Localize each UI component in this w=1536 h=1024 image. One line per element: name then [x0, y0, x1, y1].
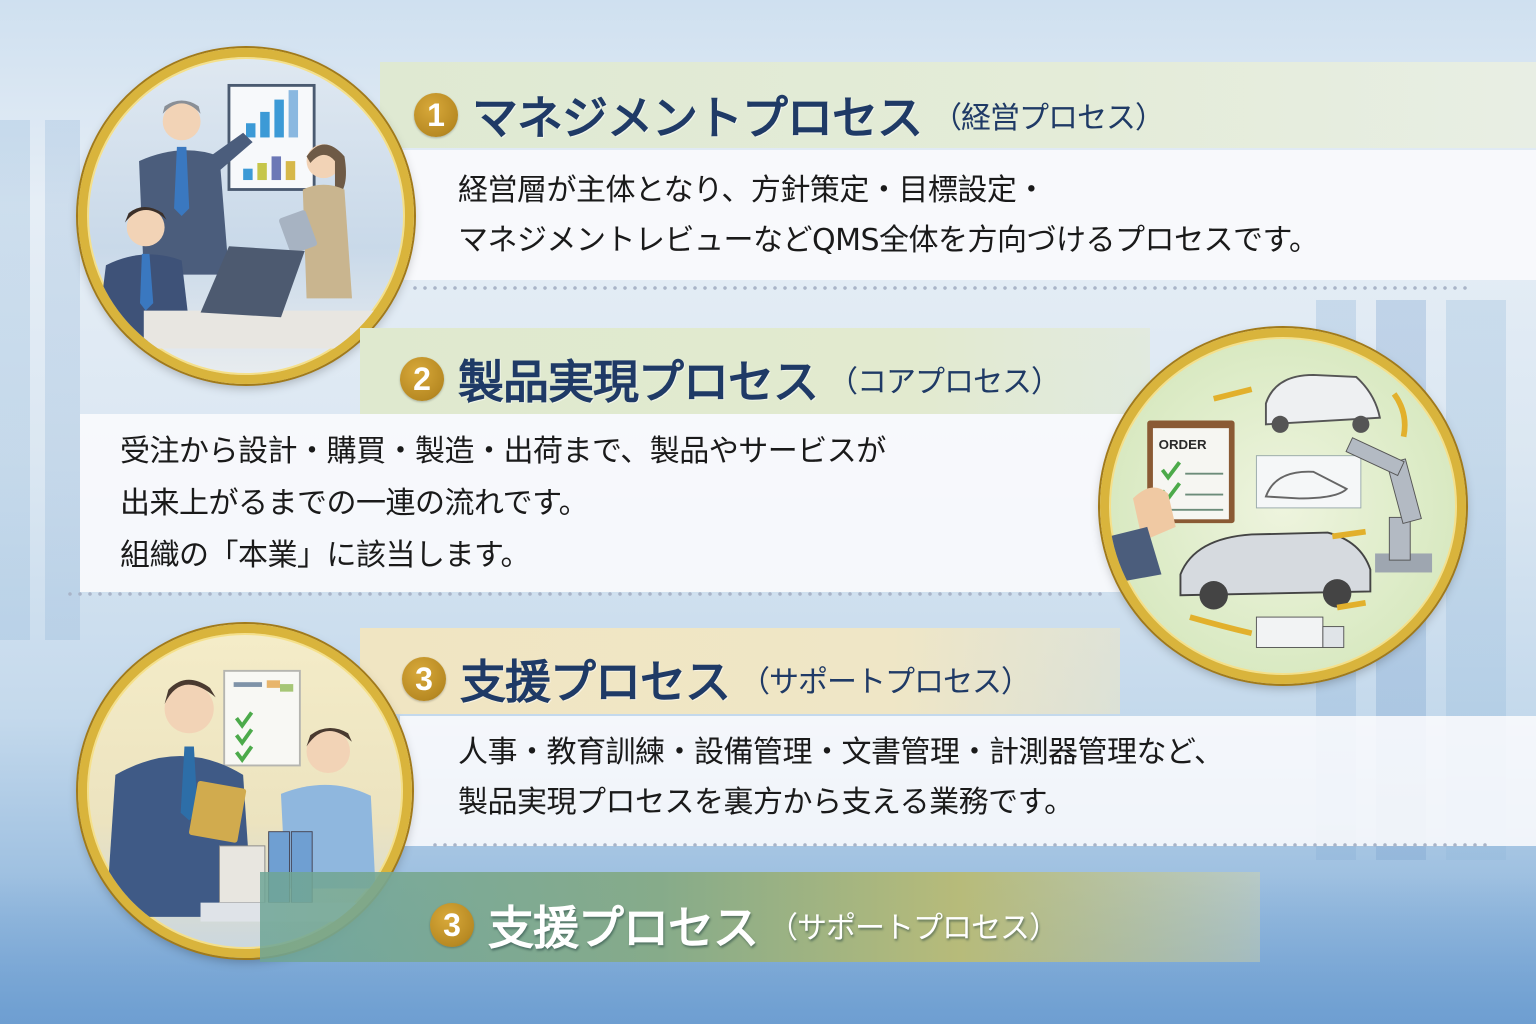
section-2-description: 受注から設計・購買・製造・出荷まで、製品やサービスが 出来上がるまでの一連の流れ… [120, 426, 886, 582]
dotted-divider-1 [410, 286, 1470, 290]
section-4-heading-band [260, 872, 1260, 962]
number-badge-3: 3 [402, 657, 446, 701]
number-badge-2: 2 [400, 357, 444, 401]
dotted-divider-2 [65, 592, 1105, 596]
number-badge-4: 3 [430, 903, 474, 947]
section-1-text-panel [400, 150, 1536, 280]
background-buildings-left [0, 120, 90, 640]
section-2-text-panel [80, 414, 1140, 592]
section-2-line-3: 組織の「本業」に該当します。 [120, 538, 530, 573]
section-2-heading: 2 製品実現プロセス （コアプロセス） [400, 346, 1061, 412]
svg-text:ORDER: ORDER [1159, 437, 1207, 452]
section-3-line-1: 人事・教育訓練・設備管理・文書管理・計測器管理など、 [458, 735, 1224, 770]
production-flow-icon: ORDER [1109, 374, 1433, 648]
section-1-heading: 1 マネジメントプロセス （経営プロセス） [414, 82, 1165, 148]
section-4-title: 支援プロセス [488, 901, 759, 955]
section-4-subtitle: （サポートプロセス） [768, 911, 1059, 946]
number-badge-1: 1 [414, 93, 458, 137]
section-3-title: 支援プロセス [460, 655, 731, 709]
product-realization-flow-illustration: ORDER [1100, 328, 1466, 684]
section-1-description: 経営層が主体となり、方針策定・目標設定・ マネジメントレビューなどQMS全体を方… [458, 166, 1319, 266]
meeting-scene-icon [96, 83, 390, 349]
section-3-text-panel [400, 716, 1536, 846]
section-1-subtitle: （経営プロセス） [932, 101, 1165, 136]
section-3-subtitle: （サポートプロセス） [740, 665, 1031, 700]
section-4-heading: 3 支援プロセス （サポートプロセス） [430, 892, 1059, 958]
section-3-line-2: 製品実現プロセスを裏方から支える業務です。 [458, 785, 1074, 820]
management-meeting-illustration [78, 48, 414, 384]
section-1-line-2: マネジメントレビューなどQMS全体を方向づけるプロセスです。 [458, 223, 1319, 258]
section-3-heading-band [360, 628, 1120, 714]
section-2-subtitle: （コアプロセス） [828, 365, 1061, 400]
section-3-heading: 3 支援プロセス （サポートプロセス） [402, 646, 1031, 712]
section-1-title: マネジメントプロセス [472, 91, 923, 145]
section-1-line-1: 経営層が主体となり、方針策定・目標設定・ [458, 173, 1046, 208]
section-2-title: 製品実現プロセス [458, 355, 819, 409]
section-3-description: 人事・教育訓練・設備管理・文書管理・計測器管理など、 製品実現プロセスを裏方から… [458, 728, 1224, 828]
section-1-heading-band [380, 62, 1536, 148]
dotted-divider-3 [430, 843, 1490, 847]
section-2-line-2: 出来上がるまでの一連の流れです。 [120, 486, 589, 521]
section-2-line-1: 受注から設計・購買・製造・出荷まで、製品やサービスが [120, 434, 886, 469]
section-2-heading-band [360, 328, 1150, 414]
